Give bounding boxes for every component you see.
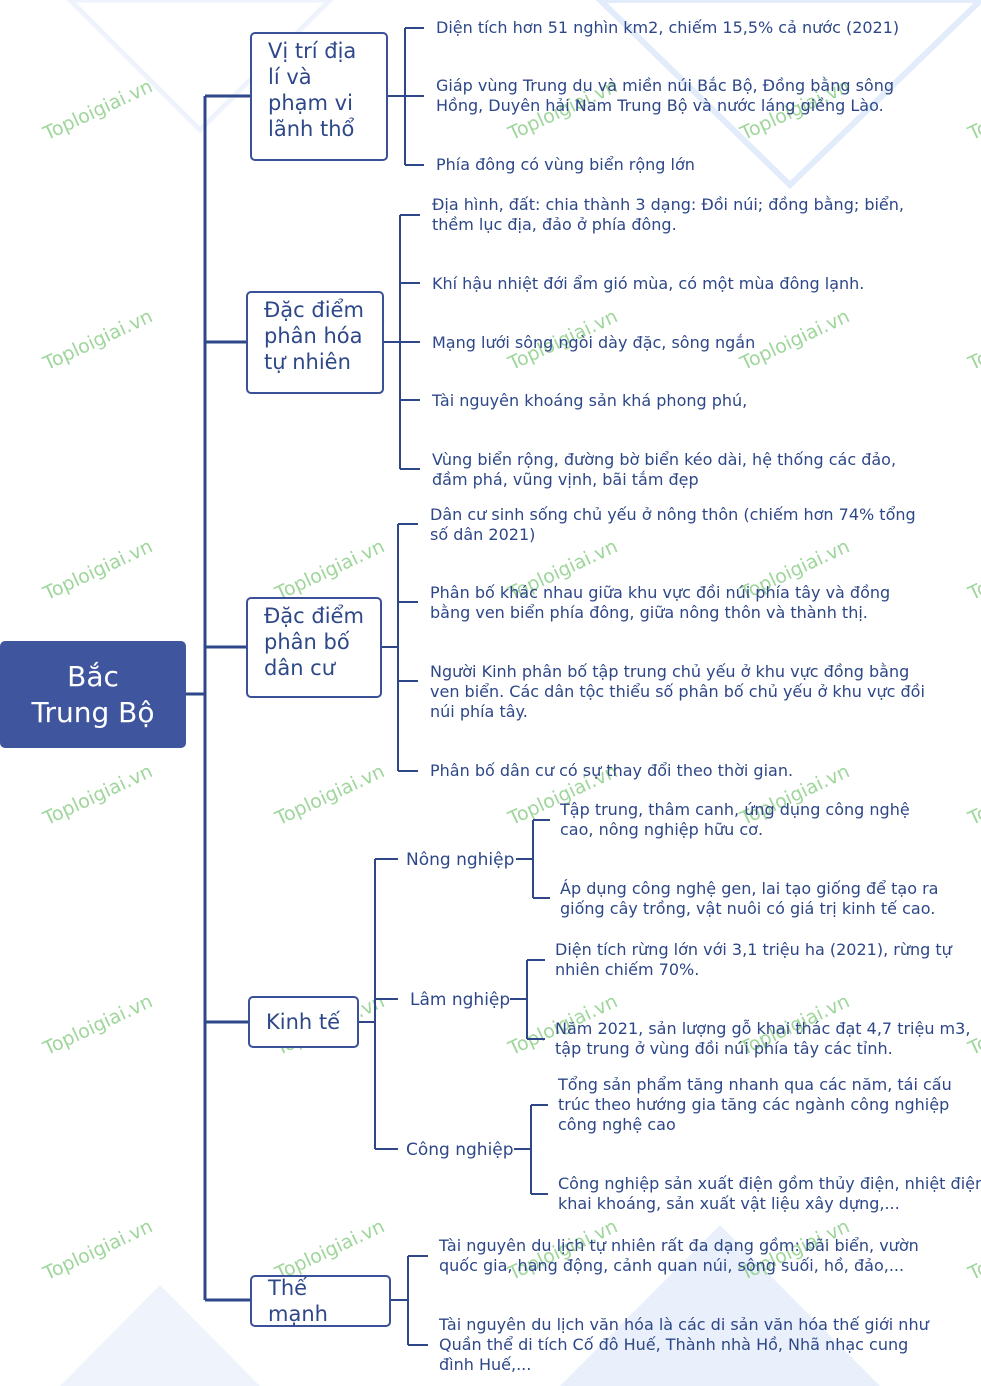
- leaf-line: Áp dụng công nghệ gen, lai tạo giống để …: [560, 879, 939, 898]
- leaf-line: Hồng, Duyên hải Nam Trung Bộ và nước lán…: [436, 96, 884, 115]
- leaf-item: Áp dụng công nghệ gen, lai tạo giống để …: [560, 879, 938, 919]
- leaf-line: khai khoáng, sản xuất vật liệu xây dựng,…: [558, 1194, 900, 1213]
- leaf-item: Tài nguyên du lịch tự nhiên rất đa dạng …: [439, 1236, 919, 1276]
- leaf-line: núi phía tây.: [430, 702, 528, 721]
- sub-branch-lam-nghiep: Lâm nghiệp: [410, 990, 511, 1010]
- leaf-item: Tài nguyên du lịch văn hóa là các di sản…: [439, 1315, 929, 1375]
- leaf-line: đình Huế,...: [439, 1355, 532, 1374]
- leaf-line: Diện tích hơn 51 nghìn km2, chiếm 15,5% …: [436, 18, 900, 37]
- leaf-item: Giáp vùng Trung du và miền núi Bắc Bộ, Đ…: [436, 76, 894, 116]
- leaf-line: ven biển. Các dân tộc thiểu số phân bố c…: [430, 682, 925, 701]
- leaf-line: Tài nguyên khoáng sản khá phong phú,: [432, 391, 748, 410]
- leaf-item: Tổng sản phẩm tăng nhanh qua các năm, tá…: [558, 1075, 952, 1135]
- branch-label-line: Đặc điểm: [264, 604, 364, 628]
- branch-kinh-te: Kinh tế: [248, 996, 359, 1048]
- leaf-line: Tài nguyên du lịch tự nhiên rất đa dạng …: [439, 1236, 919, 1255]
- leaf-item: Năm 2021, sản lượng gỗ khai thác đạt 4,7…: [555, 1019, 970, 1059]
- leaf-item: Vùng biển rộng, đường bờ biển kéo dài, h…: [432, 450, 896, 490]
- bg-triangle-top: [595, 0, 981, 190]
- branch-label-line: dân cư: [264, 656, 336, 680]
- leaf-item: Khí hậu nhiệt đới ẩm gió mùa, có một mùa…: [432, 274, 864, 294]
- leaf-item: Mạng lưới sông ngòi dày đặc, sông ngắn: [432, 333, 755, 353]
- branch-dan-cu: Đặc điểm phân bố dân cư: [246, 597, 382, 698]
- leaf-item: Tài nguyên khoáng sản khá phong phú,: [432, 391, 747, 411]
- leaf-line: Diện tích rừng lớn với 3,1 triệu ha (202…: [555, 940, 952, 959]
- leaf-item: Người Kinh phân bố tập trung chủ yếu ở k…: [430, 662, 925, 722]
- leaf-item: Phân bố dân cư có sự thay đổi theo thời …: [430, 761, 793, 781]
- leaf-line: Vùng biển rộng, đường bờ biển kéo dài, h…: [432, 450, 897, 469]
- sub-branch-cong-nghiep: Công nghiệp: [406, 1140, 514, 1160]
- leaf-item: Địa hình, đất: chia thành 3 dạng: Đồi nú…: [432, 195, 904, 235]
- leaf-item: Dân cư sinh sống chủ yếu ở nông thôn (ch…: [430, 505, 916, 545]
- leaf-line: giống cây trồng, vật nuôi có giá trị kin…: [560, 899, 936, 918]
- branch-the-manh: Thế mạnh: [250, 1275, 391, 1327]
- leaf-line: Địa hình, đất: chia thành 3 dạng: Đồi nú…: [432, 195, 904, 214]
- leaf-line: Năm 2021, sản lượng gỗ khai thác đạt 4,7…: [555, 1019, 971, 1038]
- branch-label-line: Vị trí địa: [268, 39, 357, 63]
- branch-label-line: phạm vi: [268, 91, 353, 115]
- leaf-line: Phân bố dân cư có sự thay đổi theo thời …: [430, 761, 794, 780]
- branch-label-line: tự nhiên: [264, 350, 351, 374]
- leaf-line: nhiên chiếm 70%.: [555, 960, 700, 979]
- leaf-line: quốc gia, hang động, cảnh quan núi, sông…: [439, 1256, 905, 1275]
- branch-tu-nhien: Đặc điểm phân hóa tự nhiên: [246, 291, 384, 394]
- leaf-line: thềm lục địa, đảo ở phía đông.: [432, 215, 677, 234]
- leaf-line: trúc theo hướng gia tăng các ngành công …: [558, 1095, 950, 1114]
- leaf-line: Tập trung, thâm canh, ứng dụng công nghệ: [560, 800, 910, 819]
- leaf-line: Giáp vùng Trung du và miền núi Bắc Bộ, Đ…: [436, 76, 894, 95]
- branch-vi-tri: Vị trí địa lí và phạm vi lãnh thổ: [250, 32, 388, 161]
- leaf-line: Người Kinh phân bố tập trung chủ yếu ở k…: [430, 662, 910, 681]
- root-node: Bắc Trung Bộ: [0, 641, 186, 748]
- branch-label-line: Đặc điểm: [264, 298, 364, 322]
- root-label-line: Trung Bộ: [31, 695, 155, 729]
- leaf-line: tập trung ở vùng đồi núi phía tây các tỉ…: [555, 1039, 893, 1058]
- leaf-line: Quần thể di tích Cố đô Huế, Thành nhà Hồ…: [439, 1335, 909, 1354]
- leaf-item: Tập trung, thâm canh, ứng dụng công nghệ…: [560, 800, 910, 840]
- leaf-line: cao, nông nghiệp hữu cơ.: [560, 820, 764, 839]
- branch-label-line: lãnh thổ: [268, 117, 355, 141]
- leaf-line: Tài nguyên du lịch văn hóa là các di sản…: [439, 1315, 929, 1334]
- branch-label-line: phân bố: [264, 630, 350, 654]
- leaf-line: số dân 2021): [430, 525, 536, 544]
- leaf-line: công nghệ cao: [558, 1115, 676, 1134]
- branch-label-line: Kinh tế: [266, 1010, 341, 1034]
- branch-label-line: phân hóa: [264, 324, 363, 348]
- leaf-line: Phân bố khác nhau giữa khu vực đồi núi p…: [430, 583, 891, 602]
- leaf-item: Phân bố khác nhau giữa khu vực đồi núi p…: [430, 583, 890, 623]
- bg-triangle-bottom-left: [60, 1285, 260, 1386]
- leaf-item: Công nghiệp sản xuất điện gồm thủy điện,…: [558, 1174, 981, 1214]
- leaf-item: Phía đông có vùng biển rộng lớn: [436, 155, 695, 175]
- leaf-line: Công nghiệp sản xuất điện gồm thủy điện,…: [558, 1174, 981, 1193]
- leaf-line: Mạng lưới sông ngòi dày đặc, sông ngắn: [432, 333, 756, 352]
- leaf-line: Tổng sản phẩm tăng nhanh qua các năm, tá…: [558, 1075, 952, 1094]
- leaf-item: Diện tích hơn 51 nghìn km2, chiếm 15,5% …: [436, 18, 899, 38]
- root-label-line: Bắc: [67, 659, 119, 693]
- branch-label-line: Thế mạnh: [268, 1276, 328, 1326]
- leaf-item: Diện tích rừng lớn với 3,1 triệu ha (202…: [555, 940, 952, 980]
- leaf-line: bằng ven biển phía đông, giữa nông thôn …: [430, 603, 868, 622]
- leaf-line: Phía đông có vùng biển rộng lớn: [436, 155, 695, 174]
- bg-triangle-bottom: [560, 1225, 880, 1386]
- leaf-line: đầm phá, vũng vịnh, bãi tắm đẹp: [432, 470, 699, 489]
- leaf-line: Khí hậu nhiệt đới ẩm gió mùa, có một mùa…: [432, 274, 865, 293]
- branch-label-line: lí và: [268, 65, 312, 89]
- leaf-line: Dân cư sinh sống chủ yếu ở nông thôn (ch…: [430, 505, 916, 524]
- sub-branch-nong-nghiep: Nông nghiệp: [406, 850, 515, 870]
